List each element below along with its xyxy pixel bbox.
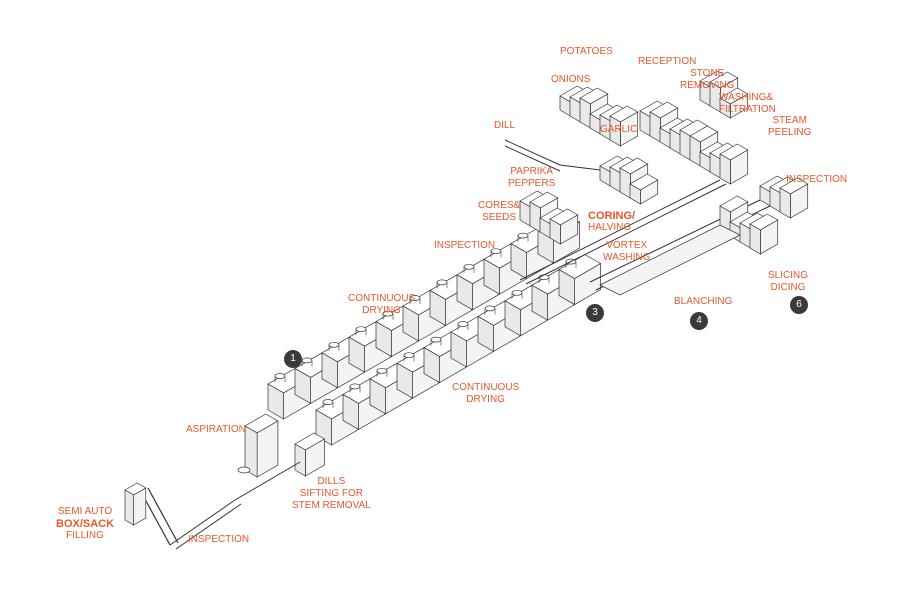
dill-conveyor-a [504, 139, 561, 166]
blanching-trough [599, 224, 741, 296]
equipment-cluster-7-unit-1-side [709, 81, 721, 113]
lower-row-dryer-module-6-side [477, 315, 494, 353]
dill-conveyor-c [559, 164, 601, 171]
aspiration-drum [237, 466, 251, 474]
upper-row-dryer-module-3-side [348, 336, 365, 373]
filling-station-side [124, 489, 135, 526]
upper-row-fan-9 [517, 232, 529, 239]
equipment-cluster-0-unit-5-side [609, 115, 621, 147]
equipment-cluster-0-unit-2-side [579, 97, 591, 129]
lower-row-dryer-module-2-side [369, 378, 386, 415]
upper-row-dryer-module-7-side [456, 274, 473, 311]
upper-row-dryer-module-1-side [294, 367, 311, 405]
sifting-unit-side [294, 443, 306, 477]
upper-row-fan-6 [436, 279, 448, 286]
transfer-belt [234, 461, 301, 501]
label-aspiration: ASPIRATION [186, 424, 246, 435]
main-conveyor-a [519, 179, 721, 281]
upper-row-fan-1 [301, 357, 313, 364]
lower-row-fan-2 [376, 367, 388, 374]
lower-row-dryer-module-1-side [342, 393, 359, 431]
upper-row-dryer-module-9-side [510, 242, 527, 280]
step-badge-6: 6 [790, 296, 808, 314]
upper-row-dryer-module-6-side [429, 289, 446, 327]
equipment-cluster-1-unit-1-side [649, 111, 661, 143]
equipment-cluster-2-unit-0-side [689, 135, 701, 167]
label-inspection-mid: INSPECTION [434, 240, 496, 251]
lower-row-fan-5 [457, 321, 469, 327]
equipment-cluster-5-unit-3-side [749, 223, 761, 255]
lower-row-fan-4 [430, 336, 442, 343]
label-blanching: BLANCHING [674, 296, 733, 307]
label-inspection-bottom: INSPECTION [188, 534, 250, 545]
equipment-cluster-2-unit-3-side [719, 153, 731, 185]
inclined-conveyor-b [147, 487, 179, 544]
label-potatoes: POTATOES [560, 46, 613, 57]
upper-row-dryer-module-8-side [483, 258, 500, 295]
equipment-cluster-6-unit-2-side [779, 187, 791, 219]
step-badge-1: 1 [284, 350, 302, 368]
inspection-belt-b [175, 503, 242, 550]
lower-row-dryer-module-5-side [450, 331, 467, 368]
equipment-cluster-4-unit-3-side [549, 218, 561, 245]
filling-station-front [133, 487, 147, 526]
label-inspection-right: INSPECTION [786, 174, 848, 185]
lower-row-fan-1 [349, 383, 361, 390]
main-conveyor-b [525, 183, 727, 285]
lower-row-fan-6 [484, 305, 496, 312]
label-coring-halving: CORING/HALVING [588, 210, 636, 233]
label-reception: RECEPTION [638, 56, 697, 67]
lower-row-dryer-module-7-side [504, 300, 521, 337]
equipment-cluster-4-unit-1-side [529, 201, 541, 233]
lower-row-fan-0 [322, 399, 334, 405]
lower-row-dryer-module-3-side [396, 362, 413, 399]
upper-row-fan-2 [328, 341, 340, 348]
label-onions: ONIONS [551, 74, 591, 85]
step-badge-4: 4 [690, 312, 708, 330]
aspiration-tower-side [244, 425, 258, 478]
equipment-cluster-7-unit-2-side [719, 97, 731, 119]
step-badge-3: 3 [586, 304, 604, 322]
upper-row-dryer-module-5-side [402, 305, 419, 342]
dill-conveyor-b [504, 145, 561, 172]
lower-row-fan-7 [511, 289, 523, 296]
lower-row-dryer-module-4-side [423, 346, 440, 384]
upper-row-dryer-module-0-side [267, 383, 284, 420]
label-cores-seeds: CORES&SEEDS [478, 200, 521, 223]
label-dill: DILL [494, 120, 516, 131]
upper-row-fan-3 [355, 326, 367, 333]
upper-row-fan-7 [463, 263, 475, 270]
label-washing-filtration: WASHING&FILTRATION [719, 92, 776, 115]
upper-row-fan-0 [274, 373, 286, 379]
lower-row-dryer-module-8-side [531, 284, 548, 321]
upper-row-dryer-module-4-side [375, 320, 392, 358]
upper-row-dryer-module-2-side [321, 352, 338, 389]
lower-row-fan-3 [403, 352, 415, 359]
label-garlic: GARLIC [600, 124, 638, 135]
inspection-belt-a [169, 499, 236, 546]
equipment-cluster-3-unit-3-side [629, 183, 641, 205]
lower-row-dryer-module-9-side [558, 268, 575, 306]
equipment-cluster-3-unit-2-side [619, 167, 631, 199]
